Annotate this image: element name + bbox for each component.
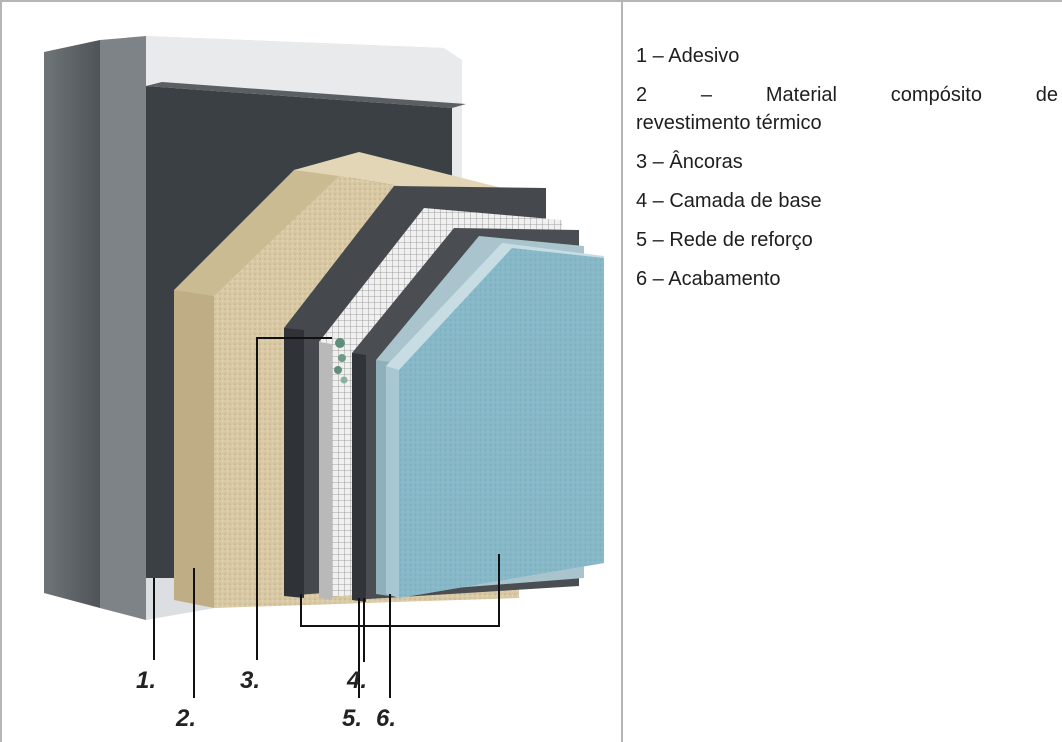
legend-item-thermal-composite: 2 – Material compósito de revestimento t… (636, 81, 1058, 137)
finish-layer (386, 243, 604, 598)
legend-item-adhesive: 1 – Adesivo (636, 45, 740, 67)
label-2: 2. (175, 705, 196, 732)
layer-legend: 1 – Adesivo 2 – Material compósito de re… (636, 42, 1058, 293)
etics-layers-diagram: 1. 2. 3. 4. 5. 6. (44, 36, 604, 732)
legend-item-finish: 6 – Acabamento (636, 268, 781, 290)
label-4: 4. (346, 667, 367, 694)
label-5: 5. (342, 705, 362, 732)
column-divider (621, 0, 623, 742)
anchors (334, 338, 348, 384)
label-3: 3. (240, 667, 260, 694)
legend-item-reinforcement-mesh: 5 – Rede de reforço (636, 229, 813, 251)
legend-item-line2: revestimento térmico (636, 112, 822, 134)
legend-item-anchors: 3 – Âncoras (636, 151, 743, 173)
legend-item-base-coat: 4 – Camada de base (636, 190, 822, 212)
leader-lines (153, 337, 500, 698)
label-1: 1. (136, 667, 156, 694)
legend-item-line1: 2 – Material compósito de (636, 84, 1058, 106)
label-6: 6. (376, 705, 396, 732)
